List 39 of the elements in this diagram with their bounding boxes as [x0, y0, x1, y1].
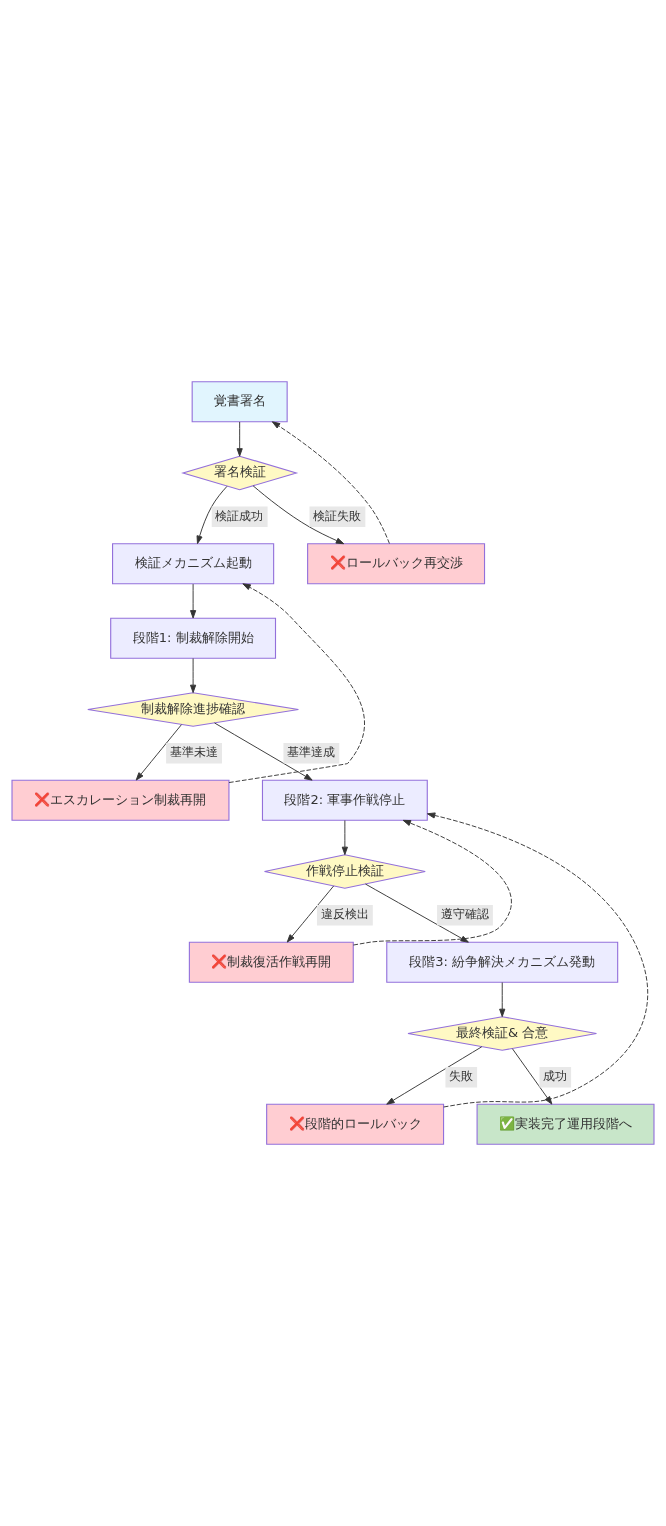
node-box: ❌ロールバック再交渉	[307, 543, 486, 585]
edge-label: 違反検出	[320, 907, 369, 922]
edge-label: 失敗	[449, 1069, 474, 1084]
node-box: 段階2: 軍事作戦停止	[261, 779, 428, 821]
arrow	[190, 658, 197, 694]
node-box: ❌段階的ロールバック	[266, 1103, 445, 1145]
arrow	[190, 583, 197, 619]
node-diamond: 制裁解除進捗確認	[87, 692, 299, 727]
arrow	[196, 485, 228, 544]
edge-label: 基準達成	[287, 745, 336, 760]
edge-label: 成功	[543, 1069, 568, 1084]
arrow	[271, 421, 390, 544]
arrow	[386, 1046, 483, 1105]
arrow	[135, 724, 182, 781]
node-box: 段階3: 紛争解決メカニズム発動	[386, 941, 619, 983]
node-box: ✅実装完了運用段階へ	[476, 1103, 655, 1145]
arrow	[364, 883, 469, 943]
arrow	[228, 583, 365, 784]
arrow	[252, 485, 345, 545]
arrow	[236, 421, 243, 457]
arrow	[352, 819, 512, 946]
arrow	[214, 722, 313, 781]
node-box: 検証メカニズム起動	[112, 543, 275, 585]
arrow	[286, 885, 335, 943]
arrow	[341, 820, 348, 856]
edge-label: 基準未達	[169, 745, 218, 760]
node-diamond: 署名検証	[181, 455, 299, 491]
node-diamond: 作戦停止検証	[263, 854, 426, 889]
node-box: 段階1: 制裁解除開始	[110, 617, 277, 659]
arrow	[426, 812, 648, 1108]
node-box: ❌エスカレーション制裁再開	[11, 779, 230, 821]
edge-label: 検証成功	[215, 508, 264, 523]
arrow	[511, 1048, 553, 1105]
node-box: ❌制裁復活作戦再開	[188, 941, 354, 983]
node-diamond: 最終検証& 合意	[407, 1016, 597, 1051]
arrow	[499, 982, 506, 1018]
edge-label: 遵守確認	[440, 907, 489, 922]
edge-label: 検証失敗	[313, 508, 362, 523]
node-box: 覚書署名	[191, 381, 288, 423]
